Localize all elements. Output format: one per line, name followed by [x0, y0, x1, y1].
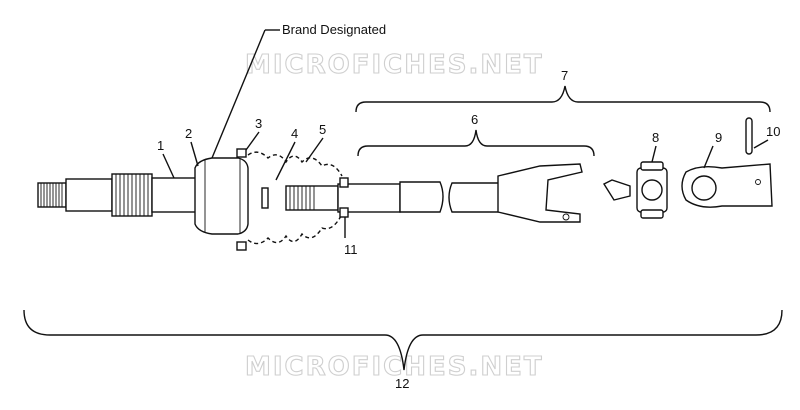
cv-joint-housing-part	[194, 157, 249, 235]
callout-9: 9	[715, 130, 722, 145]
callout-2: 2	[185, 126, 192, 141]
callout-8: 8	[652, 130, 659, 145]
bracket-7	[355, 85, 771, 113]
callout-4: 4	[291, 126, 298, 141]
driveshaft-yoke-part	[285, 163, 583, 223]
callout-10: 10	[766, 124, 780, 139]
callout-7: 7	[561, 68, 568, 83]
watermark-bottom: MICROFICHES.NET	[245, 352, 544, 382]
cv-boot-part	[247, 151, 343, 245]
circlip-part	[339, 177, 349, 218]
callout-11: 11	[344, 242, 358, 257]
u-joint-cross-part	[602, 161, 668, 219]
callout-1: 1	[157, 138, 164, 153]
stub-shaft-part	[37, 173, 197, 217]
leader-lines	[162, 29, 769, 238]
callout-3: 3	[255, 116, 262, 131]
boot-clamp-part	[236, 148, 247, 251]
brand-designated-note: Brand Designated	[282, 22, 386, 37]
bracket-6	[357, 129, 595, 157]
bracket-12	[23, 309, 783, 371]
pin-part	[745, 117, 753, 155]
callout-5: 5	[319, 122, 326, 137]
callout-12: 12	[395, 376, 409, 391]
yoke-arm-part	[681, 163, 773, 208]
watermark-top: MICROFICHES.NET	[245, 50, 544, 80]
retaining-ring-part	[261, 187, 269, 209]
callout-6: 6	[471, 112, 478, 127]
